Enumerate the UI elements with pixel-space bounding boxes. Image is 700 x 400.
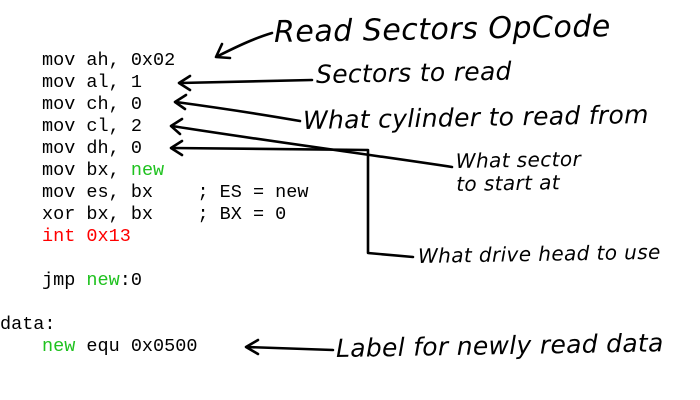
arrow-label <box>245 345 335 352</box>
segment-name: new <box>42 336 76 357</box>
code-line-9: int 0x13 <box>42 226 131 248</box>
code-line-8: xor bx, bx ; BX = 0 <box>42 204 286 226</box>
code-line-7: mov es, bx ; ES = new <box>42 182 309 204</box>
arrowhead-head <box>169 139 184 157</box>
code-line-4: mov cl, 2 <box>42 116 142 138</box>
code-line-5: mov dh, 0 <box>42 138 142 160</box>
segment-name: new <box>130 160 165 181</box>
operands: dh, 0 <box>86 138 142 159</box>
arrow-opcode <box>216 31 274 58</box>
arrowhead-cylinder <box>173 93 188 111</box>
arrow-cylinder <box>174 100 302 123</box>
operands: al, 1 <box>86 72 142 93</box>
comment: ; BX = 0 <box>197 204 287 225</box>
operands: bx, bx <box>86 204 154 225</box>
code-line-2: mov al, 1 <box>42 72 142 94</box>
arrowhead-sector-start <box>169 117 184 136</box>
segment-name: new <box>86 270 120 291</box>
operands: bx, <box>86 160 131 181</box>
arrow-sector-start <box>170 124 454 169</box>
mnemonic: mov <box>42 116 76 137</box>
code-line-3: mov ch, 0 <box>42 94 142 116</box>
arrow-sectors <box>178 78 314 85</box>
interrupt-instruction: int 0x13 <box>42 226 131 247</box>
code-line-12: new equ 0x0500 <box>42 336 197 358</box>
operands: ch, 0 <box>86 94 142 115</box>
operands: cl, 2 <box>86 116 142 137</box>
mnemonic: mov <box>42 182 76 203</box>
arrowhead-opcode <box>214 42 232 60</box>
mnemonic: mov <box>42 94 76 115</box>
mnemonic: mov <box>42 160 76 181</box>
mnemonic: xor <box>42 204 76 225</box>
operands: equ 0x0500 <box>86 336 198 357</box>
mnemonic: mov <box>42 50 76 71</box>
arrowhead-label <box>244 338 260 356</box>
mnemonic: mov <box>42 72 76 93</box>
operands: ah, 0x02 <box>86 50 176 71</box>
offset: :0 <box>119 270 142 291</box>
code-line-6: mov bx, new <box>42 160 164 182</box>
mnemonic: jmp <box>42 270 76 291</box>
code-line-1: mov ah, 0x02 <box>42 50 175 72</box>
code-line-10: jmp new:0 <box>42 270 142 292</box>
data-label: data: <box>0 314 56 335</box>
arrow-head <box>170 146 415 259</box>
comment: ; ES = new <box>197 182 309 203</box>
code-label-data: data: <box>0 314 56 336</box>
arrowhead-sectors <box>177 74 192 92</box>
operands: es, bx <box>86 182 154 203</box>
mnemonic: mov <box>42 138 76 159</box>
